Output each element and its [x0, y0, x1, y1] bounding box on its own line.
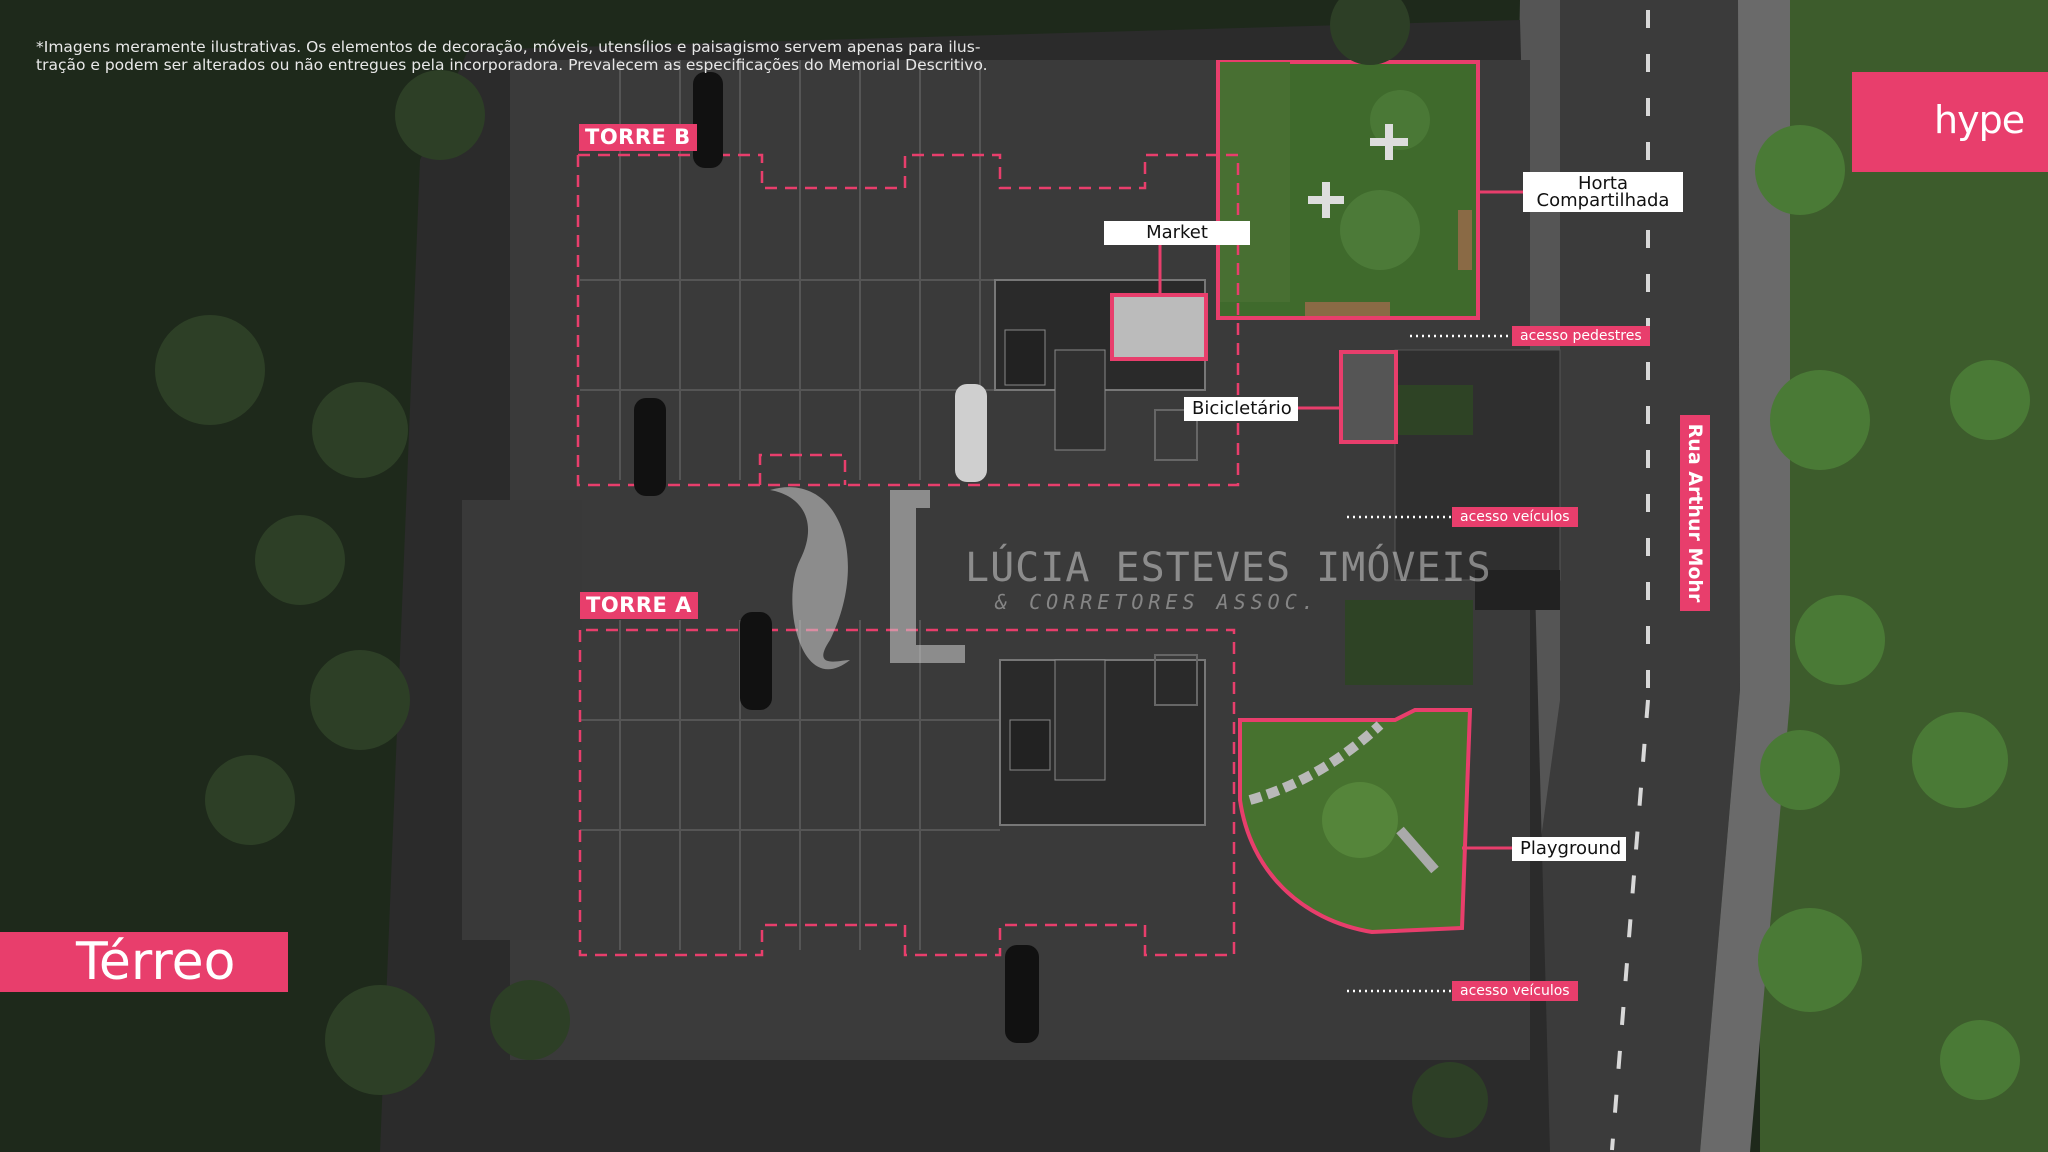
road-lane-markings — [1610, 10, 1650, 1151]
street-name: Rua Arthur Mohr — [1684, 423, 1706, 603]
brand-name: hype — [1934, 98, 2025, 142]
tower-a-outline — [578, 628, 1236, 957]
access-vehicles-top-label: acesso veículos — [1452, 507, 1578, 527]
tree-icon — [1755, 125, 2030, 1100]
car-icon — [634, 72, 1039, 1043]
watermark-subtitle: & CORRETORES ASSOC. — [995, 590, 1319, 614]
watermark-name: LÚCIA ESTEVES IMÓVEIS — [965, 545, 1492, 591]
stair-core-a — [999, 659, 1206, 826]
access-pedestrians-label: acesso pedestres — [1512, 326, 1650, 346]
tower-b-outline — [576, 153, 1240, 487]
playground-area — [1238, 708, 1473, 935]
watermark-logo-icon — [770, 487, 965, 670]
street-name-tag: Rua Arthur Mohr — [1680, 415, 1710, 611]
tower-a-label: TORRE A — [580, 592, 698, 619]
car-icon — [955, 384, 987, 482]
access-dotted-lines — [1347, 334, 1512, 993]
playground-callout: Playground — [1512, 837, 1626, 861]
hype-logo: hype — [1852, 72, 2048, 172]
disclaimer-text: *Imagens meramente ilustrativas. Os elem… — [36, 38, 988, 74]
market-area — [1110, 293, 1208, 361]
bicicletario-callout: Bicicletário — [1184, 397, 1298, 421]
market-callout: Market — [1104, 221, 1250, 245]
access-vehicles-bottom-label: acesso veículos — [1452, 981, 1578, 1001]
callout-connectors — [1158, 190, 1523, 850]
accessible-parking-icon — [1154, 409, 1198, 706]
horta-callout: Horta Compartilhada — [1523, 172, 1683, 212]
bicicletario-area — [1339, 350, 1398, 444]
horta-compartilhada-garden — [1216, 60, 1480, 320]
floor-name: Térreo — [76, 932, 236, 992]
tree-icon — [155, 0, 1488, 1138]
tower-b-label: TORRE B — [579, 124, 697, 151]
floor-label-tag: Térreo — [0, 932, 288, 992]
